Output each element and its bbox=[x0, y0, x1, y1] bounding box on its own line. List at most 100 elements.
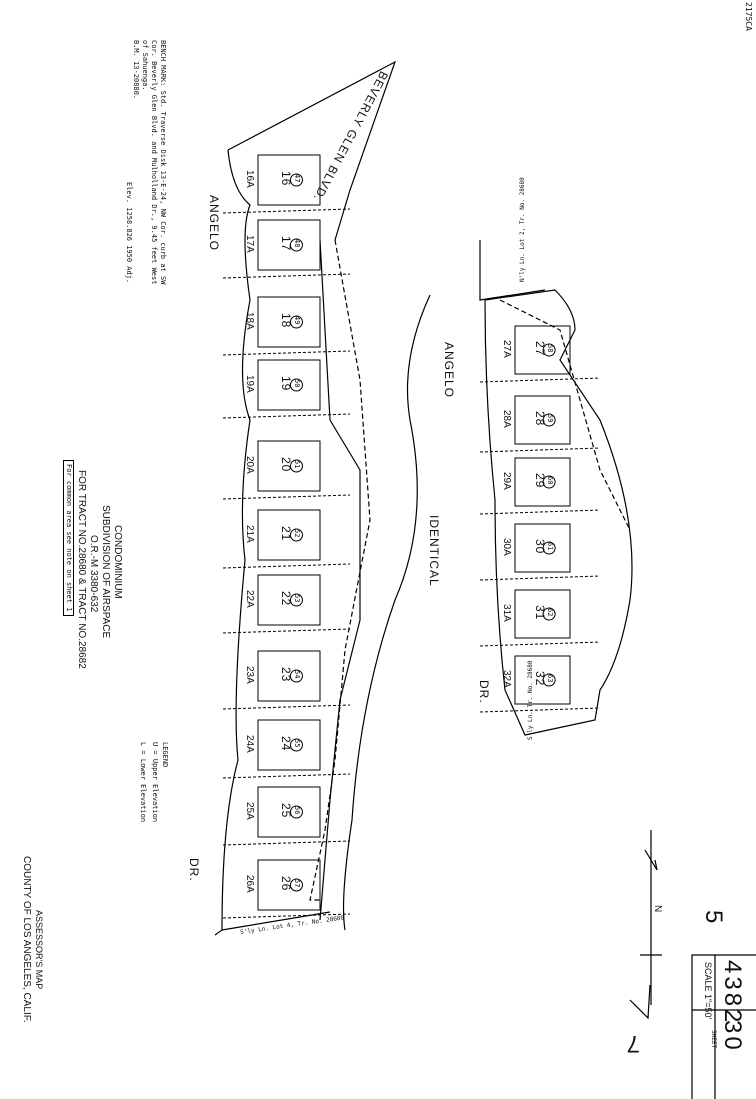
lot-line bbox=[222, 208, 351, 214]
north-label: N bbox=[652, 905, 663, 913]
lot-line bbox=[479, 447, 601, 453]
parcel-number-circle bbox=[542, 673, 556, 687]
map-code: 2175CA bbox=[744, 2, 753, 31]
lot-airspace-label: 25A bbox=[244, 802, 255, 820]
parcel-number: 55 bbox=[293, 739, 302, 748]
parcel-number-circle bbox=[289, 315, 303, 329]
street-dr-left: DR. bbox=[187, 858, 201, 882]
lot-airspace-label: 30A bbox=[501, 538, 512, 556]
parcel-number: 63 bbox=[546, 674, 555, 683]
legend-upper: U = Upper Elevation bbox=[151, 742, 159, 823]
lot-airspace-label: 29A bbox=[501, 472, 512, 490]
parcel-number: 57 bbox=[293, 879, 302, 888]
parcel-number: 47 bbox=[293, 174, 302, 183]
unit-footprint bbox=[257, 219, 321, 271]
sheet-box bbox=[691, 954, 756, 1099]
parcel-number-circle bbox=[542, 343, 556, 357]
lot-line bbox=[479, 575, 601, 581]
county-label: COUNTY OF LOS ANGELES, CALIF. bbox=[21, 856, 32, 1023]
beverly-glen-boundary bbox=[227, 60, 397, 241]
lot-line bbox=[479, 377, 601, 383]
unit-footprint bbox=[257, 509, 321, 561]
title-condominium: CONDOMINIUM bbox=[112, 525, 123, 599]
parcel-number-circle bbox=[542, 413, 556, 427]
lot-number: 23 bbox=[278, 667, 293, 683]
lot-airspace-label: 31A bbox=[501, 604, 512, 622]
lot-number: 25 bbox=[278, 803, 293, 819]
lot-number: 17 bbox=[278, 236, 293, 252]
parcel-number: 60 bbox=[546, 476, 555, 485]
common-area-note: For common area see note on sheet 1 bbox=[63, 460, 74, 616]
lot-number: 19 bbox=[278, 376, 293, 392]
bench-mark-line-3: of Sahuenga. bbox=[141, 40, 149, 91]
street-angelo-right: ANGELO bbox=[442, 342, 456, 399]
lot-airspace-label: 22A bbox=[244, 590, 255, 608]
parcel-number: 51 bbox=[293, 460, 302, 469]
handwritten-note-5: 5 bbox=[700, 910, 727, 927]
parcel-number-circle bbox=[289, 738, 303, 752]
lot-number: 21 bbox=[278, 526, 293, 542]
lot-airspace-label: 27A bbox=[501, 340, 512, 358]
parcel-number-circle bbox=[289, 528, 303, 542]
lot-airspace-label: 17A bbox=[244, 235, 255, 253]
lot-airspace-label: 26A bbox=[244, 875, 255, 893]
lot-line bbox=[222, 773, 351, 779]
bench-mark-line-4: B.M. 13-20880. bbox=[132, 40, 140, 100]
title-subdivision: SUBDIVISION OF AIRSPACE bbox=[100, 505, 111, 639]
scale-label: SCALE 1"=50' bbox=[703, 962, 713, 1020]
lot-number: 27 bbox=[532, 341, 547, 357]
parcel-number: 62 bbox=[546, 608, 555, 617]
lot-line bbox=[479, 707, 601, 713]
map-page-number: 30 bbox=[719, 1020, 746, 1053]
parcel-number: 61 bbox=[546, 542, 555, 551]
left-strip-west-edge bbox=[214, 149, 251, 936]
lot-line bbox=[222, 413, 351, 419]
parcel-number-circle bbox=[289, 238, 303, 252]
unit-footprint bbox=[514, 655, 571, 705]
bench-mark-line-1: BENCH MARK: Std. Traverse Disk 13-E-24, … bbox=[159, 40, 167, 285]
lot-line bbox=[222, 704, 351, 710]
unit-footprint bbox=[257, 786, 321, 838]
unit-footprint bbox=[257, 296, 321, 348]
parcel-number: 59 bbox=[546, 414, 555, 423]
right-strip-boundary bbox=[484, 289, 633, 736]
lot-airspace-label: 18A bbox=[244, 312, 255, 330]
lot-line bbox=[222, 350, 351, 356]
parcel-number: 48 bbox=[293, 239, 302, 248]
unit-footprint bbox=[514, 523, 571, 573]
parcel-number: 58 bbox=[546, 344, 555, 353]
left-strip-east-edge bbox=[309, 239, 371, 901]
parcel-number-circle bbox=[289, 459, 303, 473]
lot-number: 29 bbox=[532, 473, 547, 489]
lot-line bbox=[222, 840, 351, 846]
lot-number: 28 bbox=[532, 411, 547, 427]
lot-airspace-label: 28A bbox=[501, 410, 512, 428]
parcel-number: 54 bbox=[293, 670, 302, 679]
unit-footprint bbox=[257, 719, 321, 771]
lot-number: 31 bbox=[532, 605, 547, 621]
unit-footprint bbox=[257, 154, 321, 206]
lot-number: 32 bbox=[532, 671, 547, 687]
lot-airspace-label: 19A bbox=[244, 375, 255, 393]
identical-dr-curve bbox=[342, 294, 431, 931]
parcel-number-circle bbox=[289, 378, 303, 392]
unit-footprint bbox=[257, 574, 321, 626]
title-or-reference: O.R.-M 3380-632 bbox=[88, 535, 99, 613]
lot-number: 24 bbox=[278, 736, 293, 752]
parcel-number: 56 bbox=[293, 806, 302, 815]
legend-heading: LEGEND bbox=[161, 742, 169, 768]
lot-number: 26 bbox=[278, 876, 293, 892]
lot-airspace-label: 32A bbox=[501, 670, 512, 688]
parcel-number-circle bbox=[542, 607, 556, 621]
map-book-number: 4382 bbox=[719, 960, 746, 1026]
unit-footprint bbox=[514, 395, 571, 445]
parcel-number: 53 bbox=[293, 594, 302, 603]
lot-number: 22 bbox=[278, 591, 293, 607]
lot-number: 16 bbox=[278, 171, 293, 187]
lot-line bbox=[222, 563, 351, 569]
parcel-number-circle bbox=[289, 805, 303, 819]
parcel-number-circle bbox=[289, 878, 303, 892]
title-tract-numbers: FOR TRACT NO.28680 & TRACT NO.28682 bbox=[76, 470, 87, 669]
